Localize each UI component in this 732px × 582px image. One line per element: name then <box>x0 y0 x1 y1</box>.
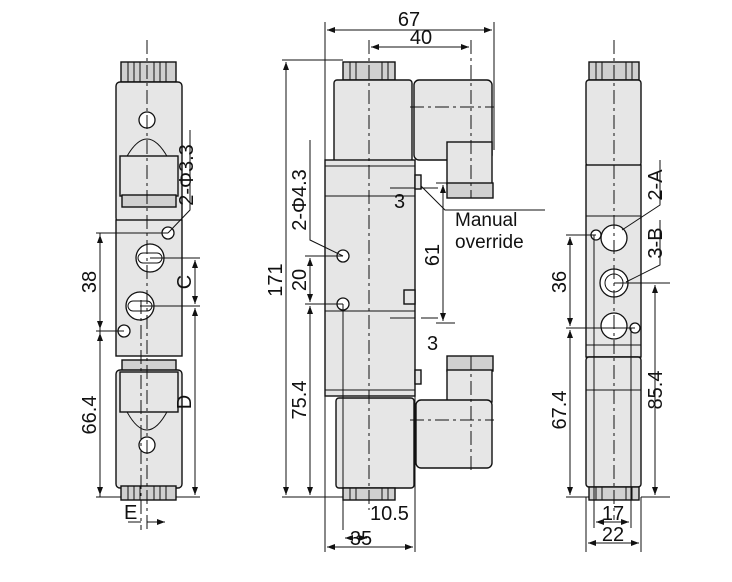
dim-35: 35 <box>350 528 372 550</box>
connector-cap <box>446 355 494 372</box>
dim-c: C <box>174 275 196 289</box>
dim-20: 20 <box>289 269 311 291</box>
left-side-view: 38 66.4 C D E 2-Φ3.3 <box>79 40 200 530</box>
manual-override-label-1: Manual <box>455 210 517 231</box>
dim-10-5: 10.5 <box>370 503 409 525</box>
dim-36: 36 <box>549 271 571 293</box>
dim-40: 40 <box>410 27 432 49</box>
lower-coil <box>335 397 415 489</box>
dim-171: 171 <box>265 263 287 296</box>
valve-body <box>324 159 416 397</box>
bottom-knurled-cap <box>120 485 177 501</box>
dim-67-4: 67.4 <box>549 391 571 430</box>
hole-spec-4-3: 2-Φ4.3 <box>289 169 311 231</box>
dim-67: 67 <box>398 9 420 31</box>
port-3-b-label: 3-B <box>645 227 667 258</box>
dim-e: E <box>124 502 137 524</box>
manual-override-button <box>414 174 422 190</box>
dim-66-4: 66.4 <box>79 396 101 435</box>
port-2-a-label: 2-A <box>645 169 667 201</box>
front-view: 67 40 171 20 75.4 61 3 3 10.5 35 2-Φ4.3 … <box>265 9 545 552</box>
dim-61: 61 <box>422 244 444 266</box>
dim-38: 38 <box>79 271 101 293</box>
dim-22: 22 <box>602 524 624 546</box>
dim-75-4: 75.4 <box>289 381 311 420</box>
dim-17: 17 <box>602 503 624 525</box>
upper-coil <box>333 79 413 163</box>
manual-override-button <box>414 369 422 385</box>
right-side-view: 36 67.4 85.4 2-A 3-B 17 22 <box>549 40 670 552</box>
connector-cap <box>446 182 494 199</box>
dim-d: D <box>174 395 196 409</box>
top-knurled-cap <box>120 61 177 83</box>
hole-spec-3-3: 2-Φ3.3 <box>176 144 198 206</box>
manual-override-label-2: override <box>455 232 524 253</box>
dim-85-4: 85.4 <box>645 371 667 410</box>
lower-connector <box>415 399 493 469</box>
dim-3-top: 3 <box>394 191 405 213</box>
dim-3-bottom: 3 <box>427 333 438 355</box>
